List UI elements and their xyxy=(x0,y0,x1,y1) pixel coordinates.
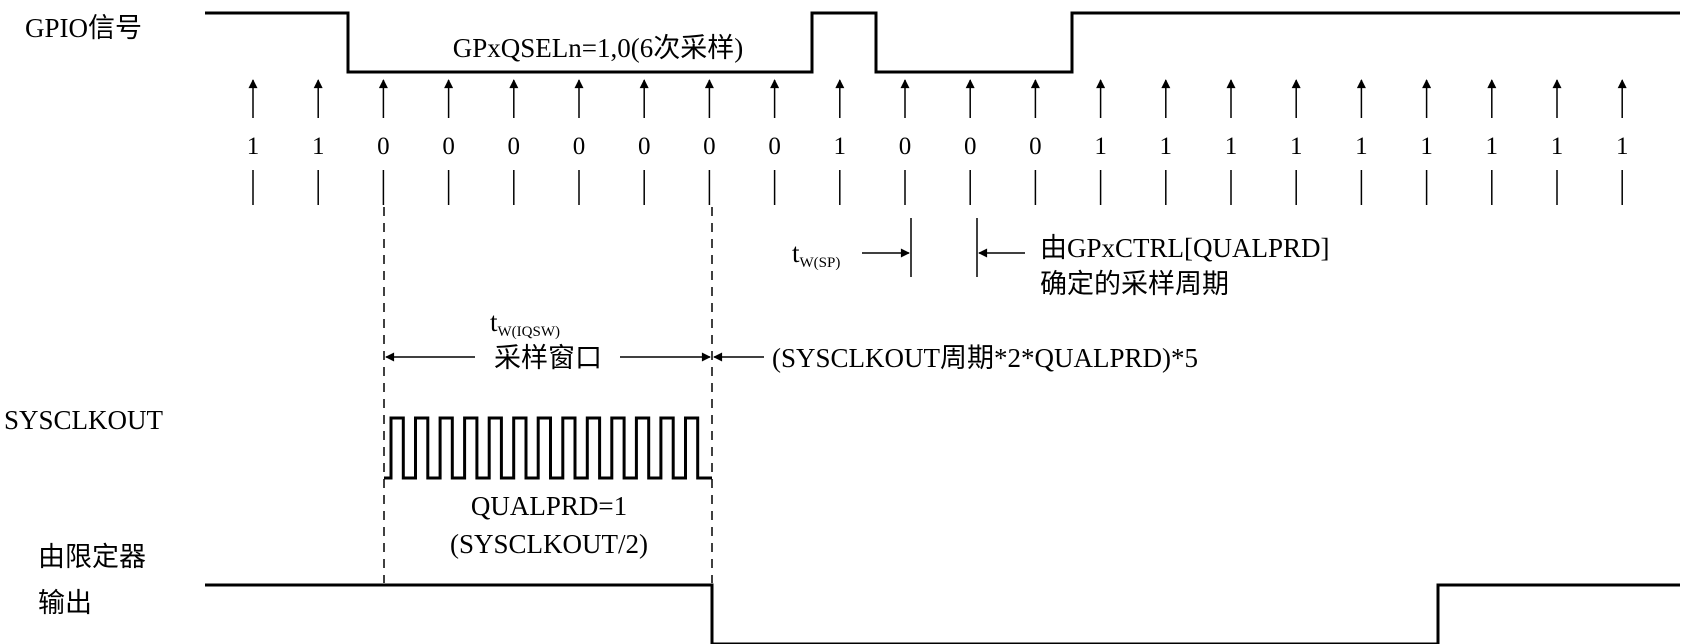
sample-bit: 1 xyxy=(1616,133,1629,160)
gpio-signal-label: GPIO信号 xyxy=(25,13,142,43)
tw-iqsw-label: tW(IQSW) xyxy=(490,307,560,340)
sample-bit: 1 xyxy=(247,133,260,160)
sample-bit: 0 xyxy=(508,133,521,160)
sample-bit: 1 xyxy=(1551,133,1564,160)
sample-bit: 1 xyxy=(1486,133,1499,160)
sample-bit: 0 xyxy=(377,133,390,160)
sample-bit: 1 xyxy=(1160,133,1173,160)
sysclkout-div-label: (SYSCLKOUT/2) xyxy=(450,529,648,559)
sample-bit: 0 xyxy=(703,133,716,160)
qualifier-output-label-line1: 由限定器 xyxy=(38,542,146,572)
sample-bit: 0 xyxy=(964,133,977,160)
sample-bit: 0 xyxy=(442,133,455,160)
qsel-setting-label: GPxQSELn=1,0(6次采样) xyxy=(453,33,743,63)
qualprd-note-line2: 确定的采样周期 xyxy=(1040,269,1229,299)
sample-bit: 1 xyxy=(1225,133,1238,160)
sample-bit: 1 xyxy=(1420,133,1433,160)
qualifier-output-label-line2: 输出 xyxy=(38,588,92,618)
tw-sp-label: tW(SP) xyxy=(792,238,840,271)
sample-bit: 0 xyxy=(899,133,912,160)
gpio-waveform xyxy=(205,11,1680,74)
sysclkout-waveform xyxy=(384,416,712,480)
sample-bit: 0 xyxy=(1029,133,1042,160)
sample-bit: 0 xyxy=(638,133,651,160)
sample-bit: 1 xyxy=(1290,133,1303,160)
qualifier-output-waveform xyxy=(205,583,1680,644)
sampling-window-label: 采样窗口 xyxy=(494,343,602,373)
sample-bit: 1 xyxy=(312,133,325,160)
sysclkout-label: SYSCLKOUT xyxy=(4,405,164,435)
qualprd-value-label: QUALPRD=1 xyxy=(471,491,627,521)
sample-bit: 1 xyxy=(1094,133,1107,160)
sample-bit: 0 xyxy=(768,133,781,160)
qualprd-note-line1: 由GPxCTRL[QUALPRD] xyxy=(1040,233,1330,263)
sample-bit: 1 xyxy=(1355,133,1368,160)
sample-bit: 0 xyxy=(573,133,586,160)
sample-markers: 1 1 0 0 0 0 0 0 0 1 0 0 0 1 1 1 1 1 1 1 1 1 xyxy=(247,79,1629,205)
sample-bit: 1 xyxy=(834,133,847,160)
window-formula: (SYSCLKOUT周期*2*QUALPRD)*5 xyxy=(772,343,1198,373)
